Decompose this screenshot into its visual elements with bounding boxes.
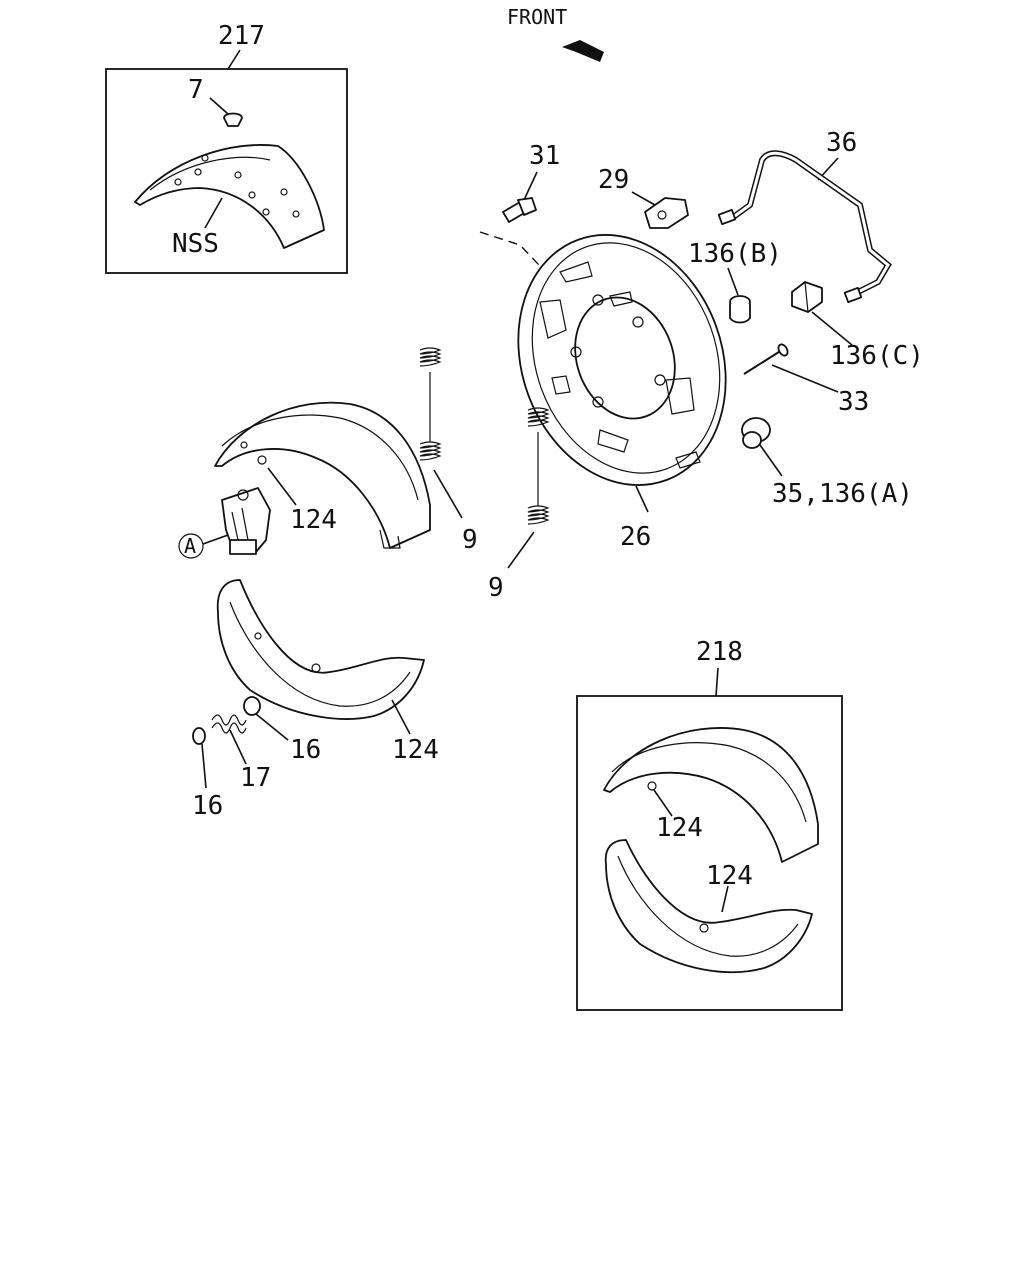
callout-9-upper: 9	[462, 525, 478, 555]
clip-136c	[791, 281, 823, 313]
front-label: FRONT	[507, 5, 567, 29]
leader-33	[771, 364, 839, 393]
kit-shoe-124-lower	[604, 839, 813, 974]
cup-16-left	[192, 727, 206, 745]
callout-16-left: 16	[192, 791, 223, 821]
callout-31: 31	[529, 141, 560, 171]
callout-29: 29	[598, 165, 629, 195]
leader-217	[227, 49, 241, 70]
leader-124-upper	[267, 467, 297, 506]
callout-9-lower: 9	[488, 573, 504, 603]
callout-124-kit-upper: 124	[656, 813, 703, 843]
cup-16-right	[243, 696, 261, 716]
brake-shoe-124-lower	[216, 579, 425, 720]
spring-9-lower	[527, 407, 550, 525]
callout-218: 218	[696, 637, 743, 667]
front-arrow-icon	[562, 40, 604, 62]
leader-136b	[727, 267, 739, 296]
callout-36: 36	[826, 128, 857, 158]
leader-218	[715, 667, 719, 697]
leader-7	[209, 97, 229, 115]
leader-136c	[811, 311, 853, 346]
callout-124-kit-lower: 124	[706, 861, 753, 891]
callout-217: 217	[218, 21, 265, 51]
leader-124-kit-upper	[653, 789, 673, 817]
bolt-31	[502, 197, 537, 223]
callout-124-upper: 124	[290, 505, 337, 535]
callout-16-right: 16	[290, 735, 321, 765]
spring-9-upper	[419, 347, 442, 461]
plug-35-136a	[741, 417, 771, 449]
callout-136b: 136(B)	[688, 239, 782, 269]
spring-17	[211, 714, 247, 734]
backing-plate-26	[517, 234, 727, 486]
kit-box-217	[105, 68, 348, 274]
leader-26	[635, 485, 649, 513]
callout-35-136a: 35,136(A)	[772, 479, 913, 509]
callout-7: 7	[188, 75, 204, 105]
wheel-cylinder	[221, 487, 271, 555]
brake-shoe-124-upper	[214, 401, 431, 549]
leader-124-lower	[391, 699, 411, 735]
leader-nss	[204, 197, 223, 229]
callout-136c: 136(C)	[830, 341, 924, 371]
rivet-7	[223, 112, 243, 127]
marker-a-circle	[178, 533, 204, 559]
kit-shoe-124-upper	[603, 727, 819, 863]
leader-16-right	[255, 713, 289, 741]
bracket-29	[644, 197, 689, 229]
callout-26: 26	[620, 522, 651, 552]
callout-124-lower: 124	[392, 735, 439, 765]
brake-pipe-36	[717, 150, 892, 303]
leader-17	[229, 729, 247, 765]
brake-lining-nss	[134, 144, 325, 249]
marker-a: A	[184, 534, 196, 558]
leader-35	[759, 444, 783, 477]
kit-box-218	[576, 695, 843, 1011]
callout-17: 17	[240, 763, 271, 793]
leader-29	[631, 191, 656, 206]
pin-33	[743, 343, 789, 375]
leader-16-left	[201, 743, 207, 789]
leader-124-kit-lower	[721, 885, 729, 913]
leader-9-upper	[433, 469, 463, 519]
grommet-136b	[729, 295, 751, 324]
leader-31	[523, 171, 538, 201]
leader-9-lower	[507, 531, 535, 569]
callout-nss: NSS	[172, 229, 219, 259]
leader-a	[202, 534, 229, 545]
callout-33: 33	[838, 387, 869, 417]
